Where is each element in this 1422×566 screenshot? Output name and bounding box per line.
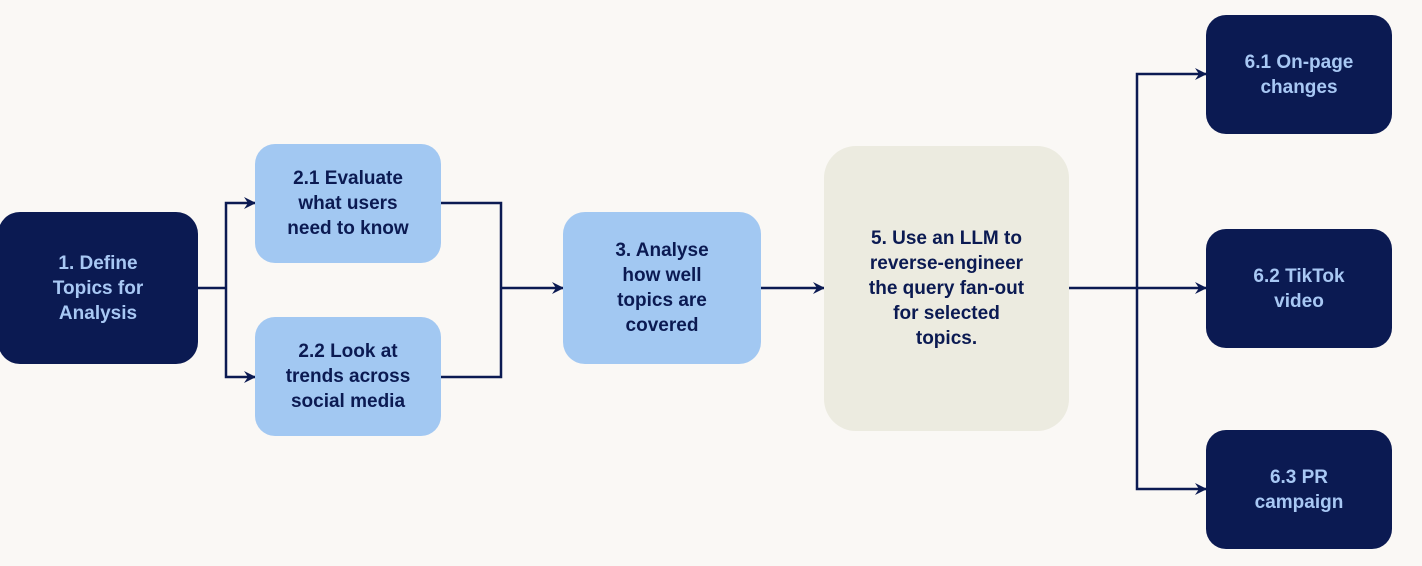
connector-branch-to-pr bbox=[1135, 288, 1207, 495]
connector-social-to-merge bbox=[441, 288, 503, 379]
connector-split-to-social bbox=[224, 288, 256, 383]
node-llm-fanout-label: 5. Use an LLM to reverse-engineer the qu… bbox=[868, 228, 1025, 349]
node-tiktok-video: 6.2 TikTok video bbox=[1206, 229, 1392, 348]
node-analyse-coverage: 3. Analyse how well topics are covered bbox=[563, 212, 761, 364]
connector-split-to-evaluate bbox=[224, 197, 256, 288]
node-pr-campaign-label: 6.3 PR campaign bbox=[1254, 466, 1344, 513]
node-llm-fanout: 5. Use an LLM to reverse-engineer the qu… bbox=[824, 146, 1069, 431]
node-tiktok-video-label: 6.2 TikTok video bbox=[1253, 265, 1345, 312]
connector-branch-to-onpage bbox=[1135, 68, 1207, 288]
node-social-trends: 2.2 Look at trends across social media bbox=[255, 317, 441, 436]
node-define-topics: 1. Define Topics for Analysis bbox=[0, 212, 198, 364]
node-define-topics-label: 1. Define Topics for Analysis bbox=[52, 252, 144, 324]
connector-evaluate-to-merge bbox=[441, 201, 503, 288]
node-evaluate-users: 2.1 Evaluate what users need to know bbox=[255, 144, 441, 263]
node-pr-campaign: 6.3 PR campaign bbox=[1206, 430, 1392, 549]
node-evaluate-users-label: 2.1 Evaluate what users need to know bbox=[287, 168, 409, 239]
node-onpage-changes-label: 6.1 On-page changes bbox=[1244, 51, 1354, 98]
node-social-trends-label: 2.2 Look at trends across social media bbox=[285, 341, 411, 412]
node-onpage-changes: 6.1 On-page changes bbox=[1206, 15, 1392, 134]
node-analyse-coverage-label: 3. Analyse how well topics are covered bbox=[615, 240, 709, 336]
